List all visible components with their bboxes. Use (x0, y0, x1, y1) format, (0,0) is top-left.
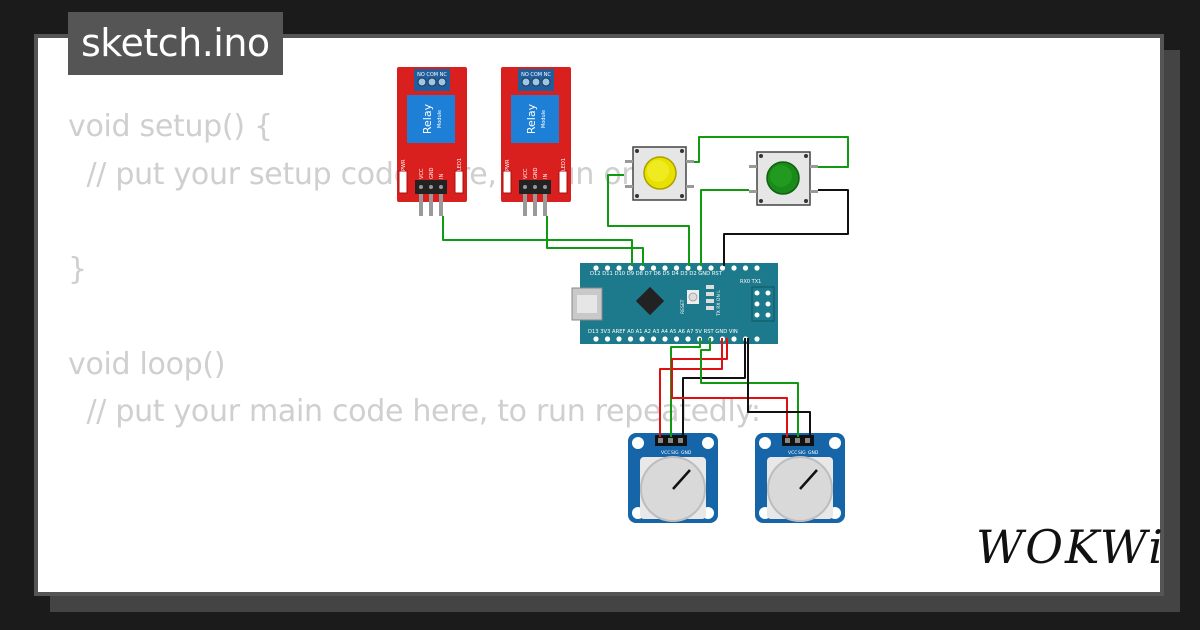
relay-pin-label: IN (543, 174, 549, 179)
wire-red (659, 338, 723, 437)
arduino-nano[interactable]: D12 D11 D10 D9 D8 D7 D6 D5 D4 D3 D2 GND … (571, 263, 778, 344)
nano-pin (662, 265, 668, 271)
nano-pin (696, 265, 703, 271)
relay-subtitle: Module (541, 110, 547, 128)
wires (442, 136, 849, 437)
nano-pin (662, 336, 668, 342)
nano-top-pin-row (593, 265, 760, 271)
code-line: // put your main code here, to run repea… (68, 394, 761, 429)
nano-pin (604, 336, 611, 342)
nano-pin (650, 265, 657, 271)
nano-bottom-pin-row (593, 336, 760, 342)
nano-rxtx-label: RX0 TX1 (740, 279, 761, 285)
relay-terminal-labels: NO COM NC (417, 72, 447, 78)
relay-pin-label: VCC (419, 168, 425, 179)
nano-pin (593, 265, 599, 271)
pushbutton-yellow[interactable] (625, 146, 694, 201)
pot-pin-label: VCC (788, 450, 797, 456)
pot-pin-label: GND (681, 450, 692, 456)
relay-pwr-label: PWR (505, 159, 511, 171)
relay-pwr-label: PWR (401, 159, 407, 171)
nano-pin (719, 265, 726, 271)
wire-green (546, 216, 644, 266)
nano-pin (731, 265, 737, 271)
wokwi-logo: WOKWi (976, 520, 1165, 574)
nano-pin (639, 265, 645, 271)
nano-pin (754, 265, 760, 271)
potentiometer[interactable]: VCC SIG GND (626, 431, 720, 525)
relay-title: Relay (525, 103, 538, 134)
pushbutton-green[interactable] (749, 151, 818, 206)
potentiometer[interactable]: VCC SIG GND (753, 431, 847, 525)
pot-pin-label: SIG (671, 450, 679, 456)
relay-module[interactable]: NO COM NC Relay Module PWR LED1 VCC GND … (500, 66, 572, 217)
nano-bottom-pin-labels: D13 3V3 AREF A0 A1 A2 A3 A4 A5 A6 A7 5V … (588, 329, 738, 335)
wire-green (700, 189, 749, 266)
wire-black (747, 338, 811, 437)
relay-pin-label: GND (533, 167, 539, 179)
nano-pin (593, 336, 599, 342)
nano-pin (604, 265, 611, 271)
nano-pin (673, 265, 680, 271)
relay-module[interactable]: NO COM NC Relay Module PWR LED1 VCC GND … (396, 66, 468, 217)
wire-green (694, 136, 849, 168)
nano-pin (639, 336, 645, 342)
pot-pin-label: GND (808, 450, 819, 456)
nano-pin (616, 265, 622, 271)
nano-pin (673, 336, 680, 342)
nano-pin (685, 265, 691, 271)
wire-black (723, 189, 849, 266)
relay-subtitle: Module (437, 110, 443, 128)
relay-led-label: LED1 (457, 158, 463, 171)
nano-pin (650, 336, 657, 342)
nano-pin (616, 336, 622, 342)
relay-led-label: LED1 (561, 158, 567, 171)
nano-pin (627, 265, 634, 271)
code-line: void loop() (68, 346, 226, 382)
nano-pin (754, 336, 760, 342)
relay-pin-label: IN (439, 174, 445, 179)
nano-pin (742, 265, 749, 271)
wire-black (682, 338, 746, 437)
wire-green (700, 338, 799, 437)
file-name-label: sketch.ino (68, 12, 283, 75)
pot-pin-label: VCC (661, 450, 670, 456)
wire-green (442, 216, 633, 266)
wire-red (671, 338, 788, 437)
nano-pin (731, 336, 737, 342)
nano-top-pin-labels: D12 D11 D10 D9 D8 D7 D6 D5 D4 D3 D2 GND … (590, 271, 723, 277)
nano-led-labels: TX RX ON L (716, 290, 722, 317)
relay-terminal-labels: NO COM NC (521, 72, 551, 78)
code-line: void setup() { (68, 109, 273, 144)
nano-pin (627, 336, 634, 342)
relay-pin-label: VCC (523, 168, 529, 179)
nano-reset-label: RESET (680, 299, 686, 314)
pot-pin-label: SIG (798, 450, 806, 456)
code-line: } (68, 251, 87, 287)
relay-pin-label: GND (429, 167, 435, 179)
relay-title: Relay (421, 103, 434, 134)
wire-green (607, 174, 690, 266)
wire-green (670, 338, 701, 437)
nano-pin (708, 265, 714, 271)
nano-pin (685, 336, 691, 342)
